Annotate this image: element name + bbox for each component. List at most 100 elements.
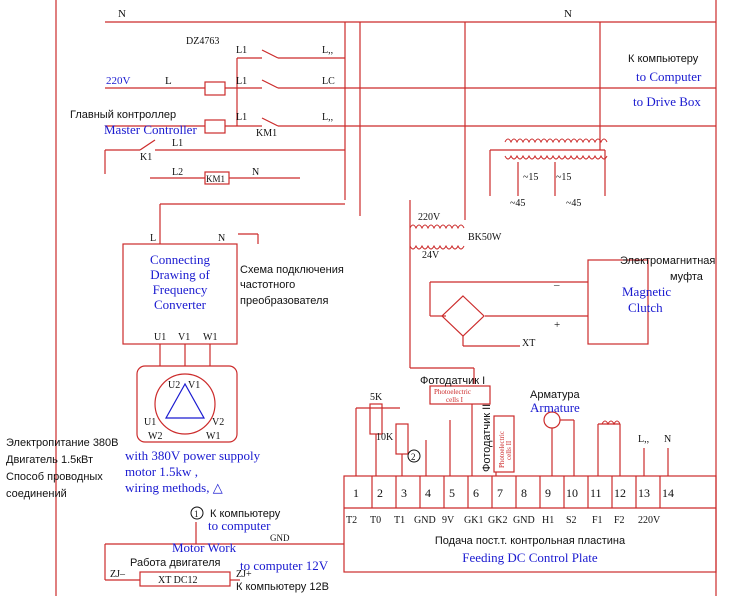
terminal-numbers: 1 2 3 4 5 6 7 8 9 10 11 12 13 14: [353, 486, 674, 500]
l1-top: L1: [236, 45, 247, 56]
l1-bot: L1: [236, 112, 247, 123]
clutch-minus: –: [553, 279, 560, 291]
terminal-label-11: F1: [592, 515, 603, 526]
vfd-ru2: частотного: [240, 279, 295, 291]
motor-work-mark: 1: [194, 509, 199, 519]
vfd-u1: U1: [154, 332, 166, 343]
vfd-w1: W1: [203, 332, 217, 343]
tr-primary: 220V: [418, 212, 441, 223]
ru-computer: К компьютеру: [628, 53, 699, 65]
mw-ru-bottom: К компьютеру 12В: [236, 581, 329, 593]
terminal-label-4: GND: [414, 515, 436, 526]
mw-en: Motor Work: [172, 540, 237, 555]
n-label-right: N: [564, 8, 572, 20]
mw-zj-plus: ZJ+: [236, 569, 252, 580]
armature-ru: Арматура: [530, 389, 581, 401]
l1-mid: L1: [236, 76, 247, 87]
terminal-num-8: 8: [521, 486, 527, 500]
out-mid: LC: [322, 76, 335, 87]
tr-model: BK50W: [468, 232, 502, 243]
mw-en-bottom: to computer 12V: [240, 558, 329, 573]
k1-label: K1: [140, 152, 152, 163]
clutch-ru2: муфта: [670, 271, 704, 283]
coil-l2: L2: [172, 167, 183, 178]
photocell-ru1: Фотодатчик I: [420, 375, 485, 387]
mw-box: XT DC12: [158, 575, 198, 586]
note-en2: motor 1.5kw ,: [125, 464, 198, 479]
mw-zj-minus: ZJ–: [110, 569, 126, 580]
note-ru1: Электропитание 380В: [6, 437, 119, 449]
terminal-top-l: L,,: [638, 434, 649, 445]
terminal-label-5: 9V: [442, 515, 455, 526]
vfd-n: N: [218, 233, 225, 244]
terminal-ru: Подача пост.т. контрольная пластина: [435, 535, 626, 547]
clutch-xt: XT: [522, 338, 535, 349]
terminal-label-3: T1: [394, 515, 405, 526]
terminal-num-11: 11: [590, 486, 602, 500]
terminal-label-2: T0: [370, 515, 381, 526]
mw-en-top: to computer: [208, 518, 271, 533]
vfd-v1: V1: [178, 332, 190, 343]
terminal-label-1: T2: [346, 515, 357, 526]
master-en: Master Controller: [104, 122, 197, 137]
terminal-num-4: 4: [425, 486, 431, 500]
tr-secondary: 24V: [422, 250, 440, 261]
pot-mark-circle: [407, 449, 421, 463]
mw-ru: Работа двигателя: [130, 557, 220, 569]
clutch-ru1: Электромагнитная: [620, 255, 715, 267]
photocell-cell2b: cells II: [505, 440, 513, 460]
tr-45a: ~45: [510, 198, 525, 209]
terminal-num-14: 14: [662, 486, 674, 500]
vfd-line2: Drawing of: [150, 267, 210, 282]
pot-mark: 2: [411, 452, 416, 462]
master-ru: Главный контроллер: [70, 109, 176, 121]
terminal-num-9: 9: [545, 486, 551, 500]
en-drive-box: to Drive Box: [633, 94, 701, 109]
terminal-label-9: H1: [542, 515, 554, 526]
motor-u1: U1: [144, 417, 156, 428]
terminal-num-6: 6: [473, 486, 479, 500]
coils: [409, 138, 621, 426]
motor-work-mark-circle: [190, 506, 204, 520]
terminal-label-12: F2: [614, 515, 625, 526]
terminal-label-10: S2: [566, 515, 577, 526]
tr-15a: ~15: [523, 172, 538, 183]
photocell-cell2a: Photoelectric: [498, 431, 506, 468]
note-ru4: соединений: [6, 488, 67, 500]
terminal-labels: T2 T0 T1 GND 9V GK1 GK2 GND H1 S2 F1 F2 …: [346, 515, 661, 526]
tr-15b: ~15: [556, 172, 571, 183]
coil-l1: L1: [172, 138, 183, 149]
motor-v1: V1: [188, 380, 200, 391]
terminal-num-10: 10: [566, 486, 578, 500]
vfd-line3: Frequency: [153, 282, 208, 297]
supply-voltage: 220V: [106, 75, 131, 87]
motor-v2: V2: [212, 417, 224, 428]
vfd-line4: Converter: [154, 297, 207, 312]
terminal-num-2: 2: [377, 486, 383, 500]
terminal-top-n: N: [664, 434, 671, 445]
terminal-num-3: 3: [401, 486, 407, 500]
terminal-label-6: GK1: [464, 515, 483, 526]
terminal-en: Feeding DC Control Plate: [462, 550, 598, 565]
photocell-cell1b: cells I: [446, 396, 464, 404]
vfd-ru3: преобразователя: [240, 295, 328, 307]
coil-n: N: [252, 167, 259, 178]
mw-ru-top: К компьютеру: [210, 508, 281, 520]
wires: [55, 0, 717, 596]
note-en1: with 380V power suppoly: [125, 448, 261, 463]
tr-45b: ~45: [566, 198, 581, 209]
out-bot: L,,: [322, 112, 333, 123]
supply-phase: L: [165, 75, 172, 87]
en-computer: to Computer: [636, 69, 702, 84]
terminal-label-8: GND: [513, 515, 535, 526]
terminal-num-7: 7: [497, 486, 503, 500]
photocell-ru2: Фотодатчик II: [481, 404, 493, 472]
terminal-num-13: 13: [638, 486, 650, 500]
pot-5k: 5K: [370, 392, 383, 403]
armature-en: Armature: [530, 400, 580, 415]
pot-10k: 10K: [376, 432, 394, 443]
n-label-left: N: [118, 8, 126, 20]
vfd-l: L: [150, 233, 156, 244]
note-ru2: Двигатель 1.5кВт: [6, 454, 93, 466]
